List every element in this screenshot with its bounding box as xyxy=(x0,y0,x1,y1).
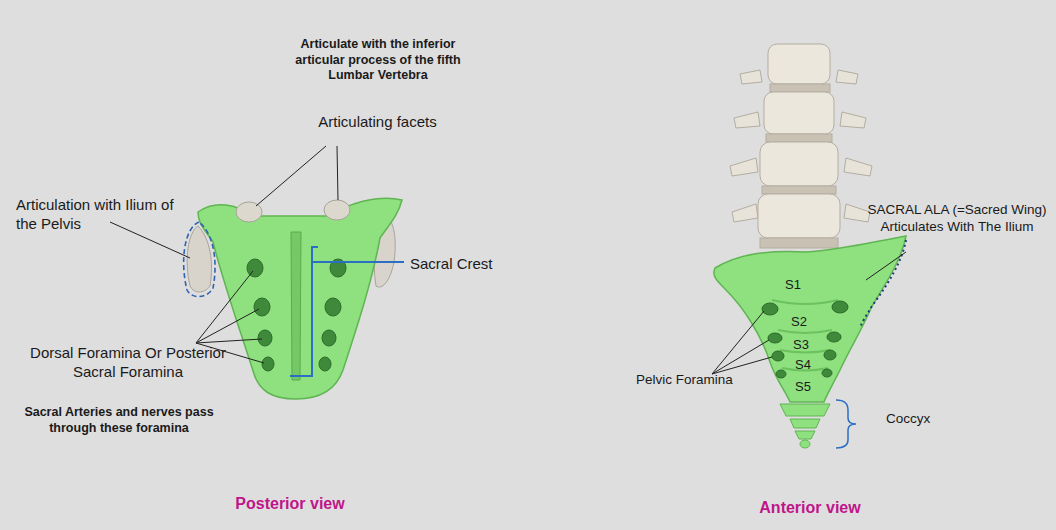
part-label: SACRAL ALA (=Sacred Wing) Articulates Wi… xyxy=(862,202,1052,236)
segment-label: S5 xyxy=(788,379,818,395)
ilium-surface-left xyxy=(187,226,211,292)
part-label: Articulating facets xyxy=(290,113,465,132)
part-label: Dorsal Foramina Or Posterior Sacral Fora… xyxy=(14,344,242,382)
annotation-note: Articulate with the inferior articular p… xyxy=(276,37,480,84)
part-label: Coccyx xyxy=(886,411,956,428)
articular-facet xyxy=(236,202,262,222)
segment-label: S3 xyxy=(786,337,816,353)
part-label: Sacral Crest xyxy=(410,255,530,274)
part-label: Articulation with Ilium of the Pelvis xyxy=(16,196,196,234)
segment-label: S2 xyxy=(784,314,814,330)
view-title: Anterior view xyxy=(720,498,900,518)
lumbar-spine xyxy=(730,44,872,248)
anterior-sacrum xyxy=(714,236,906,402)
sacral-crest-bracket xyxy=(290,247,404,376)
coccyx-bones xyxy=(780,404,830,448)
articular-facet xyxy=(324,200,350,220)
coccyx-bracket xyxy=(836,400,856,448)
view-title: Posterior view xyxy=(200,494,380,514)
leader-lines xyxy=(712,252,906,374)
part-label: Pelvic Foramina xyxy=(636,372,746,389)
ilium-articulation-outline xyxy=(184,222,215,297)
annotation-note: Sacral Arteries and nerves pass through … xyxy=(14,405,224,436)
dorsal-foramina xyxy=(247,259,346,371)
segment-label: S1 xyxy=(778,277,808,293)
median-crest xyxy=(291,232,301,380)
posterior-sacrum xyxy=(198,198,402,399)
segment-label: S4 xyxy=(788,357,818,373)
pelvic-foramina xyxy=(762,301,848,378)
ala-articulation-outline xyxy=(860,240,906,328)
leader-lines xyxy=(110,146,338,363)
